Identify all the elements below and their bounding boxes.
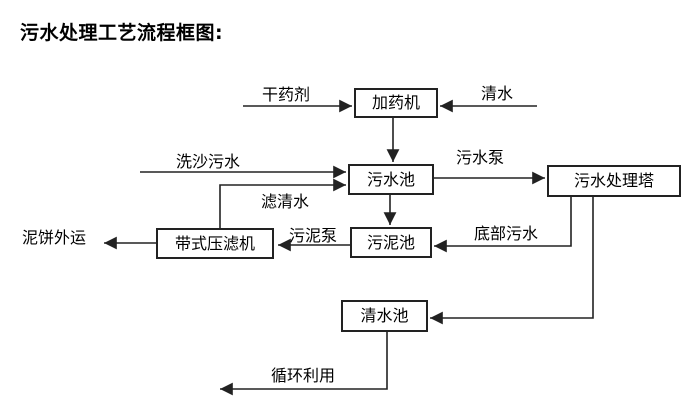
edge-label-mud-cake-out: 泥饼外运	[21, 228, 87, 247]
page-title: 污水处理工艺流程框图:	[20, 22, 224, 44]
node-treatment-tower: 污水处理塔	[547, 165, 681, 197]
node-dosing-machine: 加药机	[354, 88, 438, 118]
node-sludge-pool: 污泥池	[350, 227, 432, 258]
edge-label-filtered-water: 滤清水	[260, 192, 310, 211]
edge-label-dry-chemical: 干药剂	[261, 85, 311, 104]
edge-bottom-sewage	[434, 197, 572, 253]
edge-recycle	[220, 332, 388, 396]
node-clear-water-pool: 清水池	[341, 300, 428, 332]
edge-label-recycle: 循环利用	[270, 366, 336, 385]
node-sewage-pool: 污水池	[348, 164, 434, 195]
edge-label-sewage-pump: 污水泵	[455, 148, 505, 167]
node-belt-filter-press: 带式压滤机	[156, 228, 274, 259]
edge-label-sludge-pump: 污泥泵	[288, 226, 338, 245]
edge-label-bottom-sewage: 底部污水	[473, 224, 539, 243]
edge-label-clear-water-in: 清水	[480, 84, 514, 103]
edge-filtered-water	[219, 178, 346, 228]
edge-tower-to-clear-water-pool	[430, 197, 594, 325]
edge-label-sand-washing-sewage: 洗沙污水	[175, 152, 241, 171]
